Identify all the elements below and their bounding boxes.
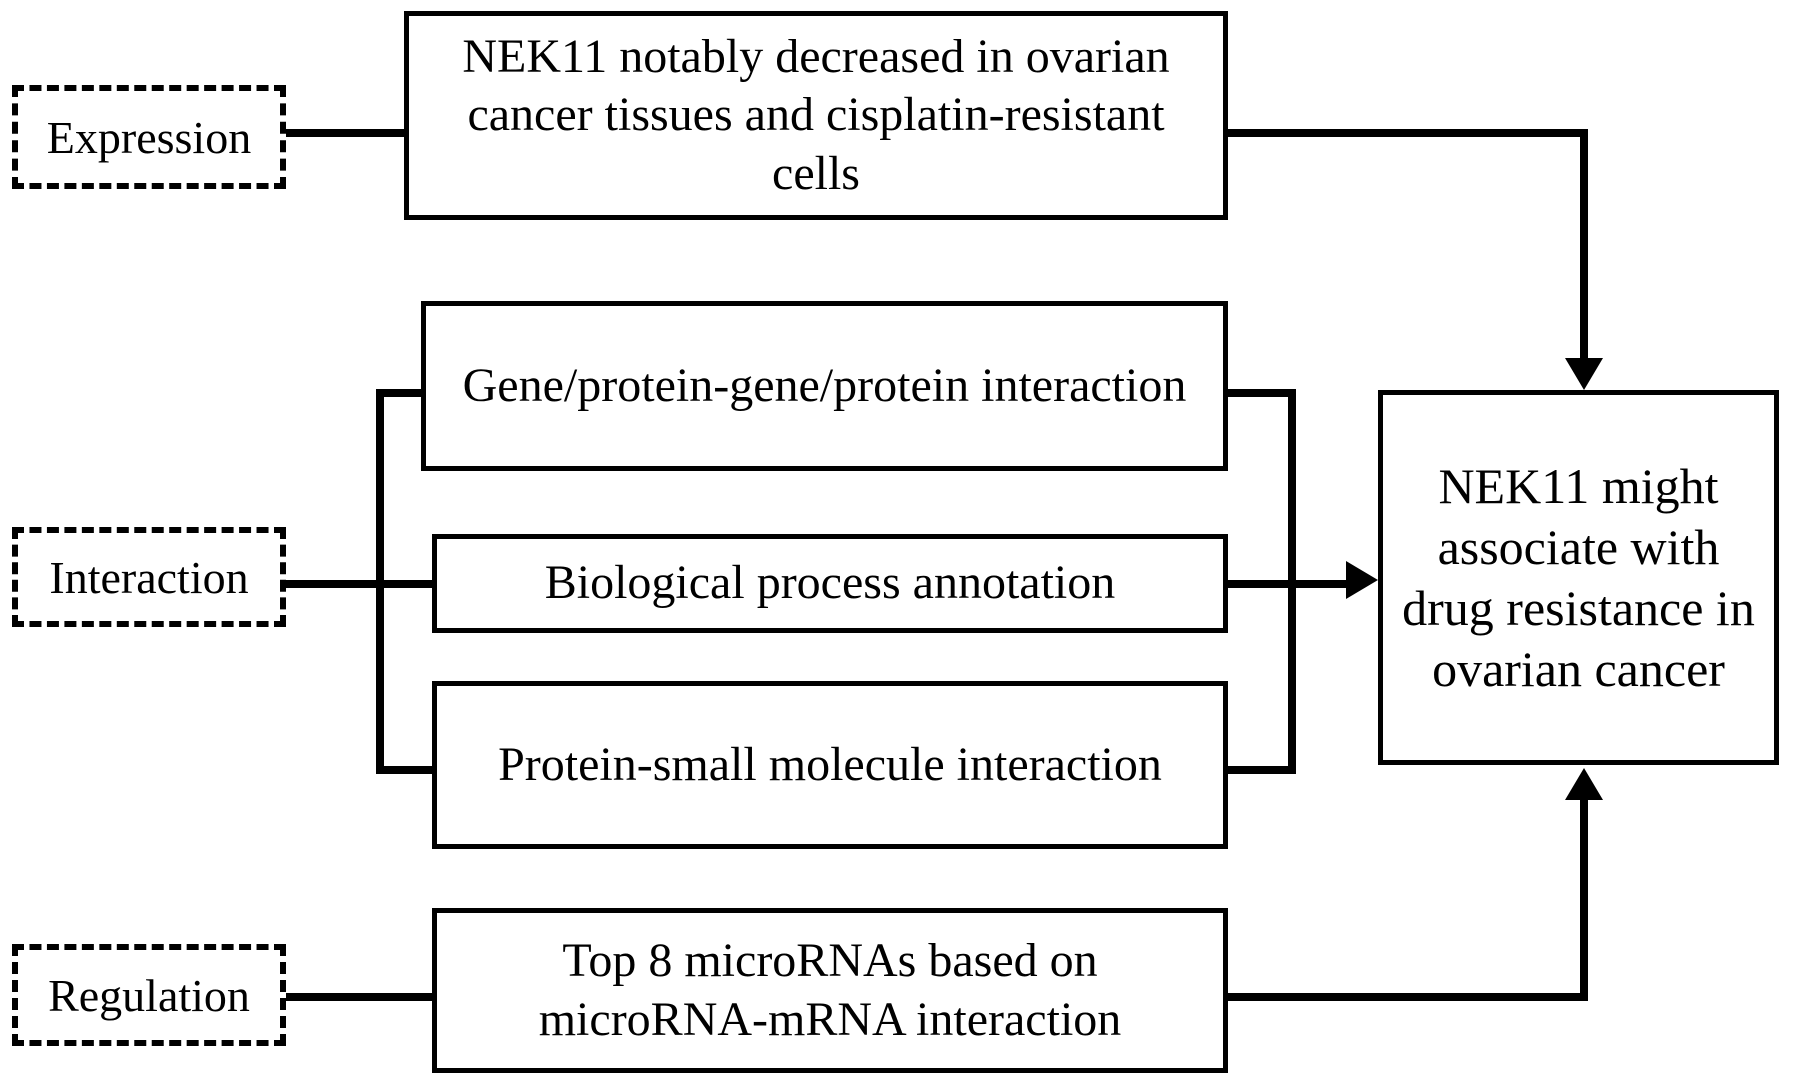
category-expression-label: Expression [46,111,252,163]
bracket-right-top-stub [1224,389,1296,397]
finding-expression-label: NEK11 notably decreased in ovarian cance… [462,29,1170,200]
finding-gene-protein-interaction-box: Gene/protein-gene/protein interaction [421,301,1228,471]
connector-expression-to-finding [286,129,408,137]
finding-biological-process-box: Biological process annotation [432,534,1228,633]
connector-microrna-horizontal [1224,993,1588,1001]
finding-microrna-box: Top 8 microRNAs based on microRNA-mRNA i… [432,908,1228,1073]
finding-biological-process-label: Biological process annotation [544,556,1116,610]
conclusion-label: NEK11 might associate with drug resistan… [1402,457,1755,697]
category-interaction: Interaction [12,527,286,627]
finding-microrna-label: Top 8 microRNAs based on microRNA-mRNA i… [538,933,1122,1046]
finding-protein-small-molecule-label: Protein-small molecule interaction [498,737,1162,791]
connector-expression-finding-horizontal [1224,129,1588,137]
connector-microrna-vertical [1580,800,1588,997]
connector-interaction-to-bracket [286,580,432,588]
arrow-expression-to-conclusion [1565,358,1603,390]
finding-protein-small-molecule-box: Protein-small molecule interaction [432,681,1228,849]
finding-expression-box: NEK11 notably decreased in ovarian cance… [404,11,1228,220]
category-interaction-label: Interaction [49,551,249,603]
connector-expression-finding-vertical [1580,129,1588,361]
bracket-left-bottom-stub [376,766,436,774]
arrow-microrna-to-conclusion [1565,768,1603,800]
category-regulation-label: Regulation [48,969,250,1021]
connector-regulation-to-finding [286,993,436,1001]
conclusion-box: NEK11 might associate with drug resistan… [1378,390,1779,765]
category-regulation: Regulation [12,944,286,1046]
connector-interaction-bracket-to-conclusion [1224,580,1354,588]
finding-gene-protein-interaction-label: Gene/protein-gene/protein interaction [462,358,1187,412]
bracket-right-bottom-stub [1224,766,1296,774]
bracket-left-top-stub [376,389,424,397]
category-expression: Expression [12,85,286,189]
arrow-interaction-to-conclusion [1346,561,1378,599]
